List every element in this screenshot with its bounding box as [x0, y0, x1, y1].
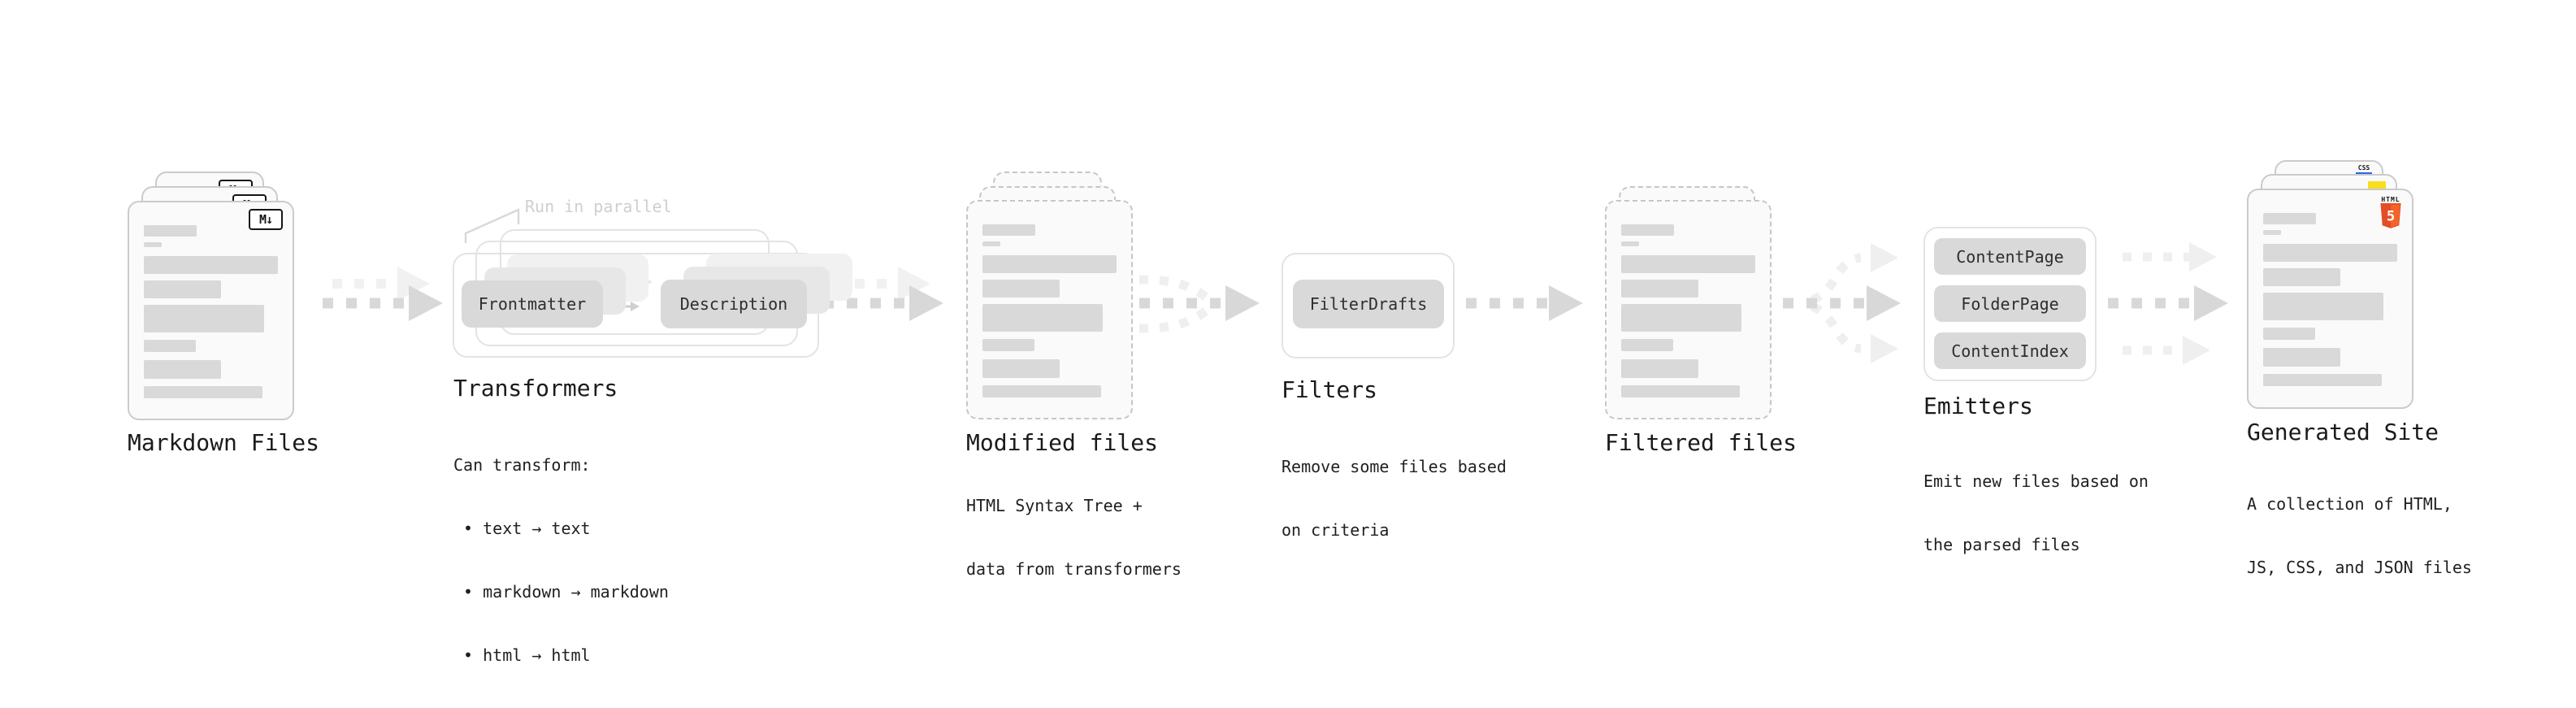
css-badge: CSS — [2356, 165, 2372, 175]
skeleton-bar — [1621, 339, 1673, 351]
transformers-description: Can transform: • text → text • markdown … — [453, 412, 669, 708]
contentindex-chip: ContentIndex — [1934, 332, 2086, 369]
file-content-skeleton — [1621, 202, 1760, 418]
modified-files-label: Modified files — [966, 429, 1159, 456]
skeleton-bar — [144, 340, 196, 352]
arrow-emitters-to-generated-top — [2123, 242, 2217, 271]
skeleton-bar — [2263, 213, 2316, 224]
description-line: Emit new files based on — [1923, 471, 2149, 491]
skeleton-bar — [1621, 255, 1755, 273]
description-line: A collection of HTML, — [2247, 494, 2452, 514]
arrow-emitters-to-generated-mid — [2108, 285, 2228, 321]
skeleton-bar — [2263, 328, 2315, 340]
arrow-filtered-to-emitters-fanout — [1783, 243, 1901, 363]
description-line: the parsed files — [1923, 535, 2080, 554]
filtered-file-card-front — [1605, 200, 1772, 419]
skeleton-bar — [982, 359, 1060, 378]
run-in-parallel-annotation: Run in parallel — [525, 197, 672, 216]
skeleton-bar — [1621, 224, 1674, 236]
skeleton-bar — [2263, 374, 2382, 386]
arrow-emitters-to-generated-bottom — [2123, 336, 2210, 365]
filtered-files-label: Filtered files — [1605, 429, 1798, 456]
skeleton-bar — [144, 360, 221, 379]
modified-files-description: HTML Syntax Tree + data from transformer… — [966, 453, 1182, 622]
css-underline — [2356, 172, 2372, 175]
arrow-filters-to-filtered — [1466, 285, 1583, 321]
description-line: on criteria — [1281, 520, 1390, 540]
description-line: Can transform: — [453, 455, 591, 475]
run-in-parallel-callout-line — [464, 208, 520, 243]
skeleton-bar — [2263, 268, 2340, 286]
description-line: JS, CSS, and JSON files — [2247, 558, 2472, 577]
skeleton-bar — [1621, 359, 1698, 378]
markdown-icon: M↓ — [249, 209, 283, 230]
description-line: • markdown → markdown — [453, 582, 669, 602]
filters-label: Filters — [1281, 376, 1378, 403]
skeleton-bar — [982, 304, 1103, 332]
skeleton-bar — [1621, 280, 1698, 298]
skeleton-bar — [982, 255, 1117, 273]
skeleton-bar — [2263, 293, 2383, 320]
skeleton-bar — [144, 242, 162, 247]
generated-html-file-card: HTML 5 — [2247, 189, 2413, 409]
skeleton-bar — [144, 256, 278, 274]
filterdrafts-chip: FilterDrafts — [1293, 280, 1444, 328]
skeleton-bar — [144, 225, 197, 237]
skeleton-bar — [982, 241, 1000, 246]
description-line: • text → text — [453, 519, 591, 538]
file-content-skeleton — [982, 202, 1121, 418]
skeleton-bar — [982, 224, 1035, 236]
html5-wordmark: HTML — [2381, 196, 2400, 203]
skeleton-bar — [982, 339, 1034, 351]
emitters-label: Emitters — [1923, 393, 2033, 419]
filters-box — [1281, 253, 1455, 358]
file-content-skeleton — [2263, 190, 2402, 407]
skeleton-bar — [982, 280, 1060, 298]
skeleton-bar — [1621, 304, 1741, 332]
description-line: • html → html — [453, 645, 591, 665]
filters-description: Remove some files based on criteria — [1281, 414, 1507, 583]
skeleton-bar — [144, 386, 262, 398]
arrow-markdown-to-transformers — [323, 285, 443, 321]
skeleton-bar — [144, 305, 264, 332]
html5-icon: HTML 5 — [2378, 196, 2404, 232]
file-content-skeleton — [144, 202, 283, 419]
arrow-modified-to-filters-merge — [1138, 275, 1260, 333]
arrow-transformers-to-modified-shadow — [833, 267, 930, 301]
frontmatter-chip: Frontmatter — [462, 280, 603, 328]
skeleton-bar — [1621, 385, 1740, 397]
skeleton-bar — [2263, 230, 2281, 235]
skeleton-bar — [144, 280, 221, 298]
skeleton-bar — [2263, 348, 2340, 367]
arrow-transformers-to-modified — [823, 285, 943, 321]
svg-text:5: 5 — [2387, 209, 2395, 225]
skeleton-bar — [1621, 241, 1639, 246]
pipeline-diagram: M↓ M↓ M↓ Markdown Files Frontmatter Desc… — [128, 160, 2472, 665]
generated-site-description: A collection of HTML, JS, CSS, and JSON … — [2247, 451, 2472, 620]
markdown-files-label: Markdown Files — [128, 429, 320, 456]
folderpage-chip: FolderPage — [1934, 285, 2086, 322]
emitters-box — [1923, 227, 2097, 381]
flow-arrows — [323, 208, 2228, 365]
skeleton-bar — [2263, 244, 2397, 262]
generated-site-label: Generated Site — [2247, 419, 2439, 445]
description-line: Remove some files based — [1281, 457, 1507, 476]
skeleton-bar — [982, 385, 1101, 397]
transformers-label: Transformers — [453, 375, 618, 402]
css-wordmark: CSS — [2357, 164, 2370, 172]
emitters-description: Emit new files based on the parsed files — [1923, 428, 2149, 597]
description-chip: Description — [661, 280, 807, 328]
arrow-markdown-to-transformers-shadow — [332, 267, 430, 301]
modified-file-card-front — [966, 200, 1133, 419]
markdown-file-card-front: M↓ — [128, 201, 294, 420]
contentpage-chip: ContentPage — [1934, 238, 2086, 275]
description-line: data from transformers — [966, 559, 1182, 579]
description-line: HTML Syntax Tree + — [966, 496, 1143, 515]
